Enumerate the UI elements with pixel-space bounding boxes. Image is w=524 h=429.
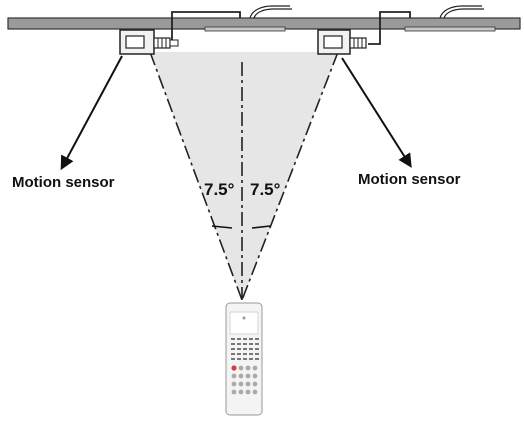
- wire-left-2: [253, 8, 292, 19]
- motion-sensor-label-right: Motion sensor: [358, 171, 461, 188]
- angle-label-right: 7.5°: [250, 180, 281, 199]
- detection-cone: [150, 52, 338, 300]
- wire-right: [439, 5, 482, 19]
- arrow-icon: [341, 57, 412, 168]
- ceiling-light-left: [204, 26, 286, 32]
- motion-sensor-icon: [317, 29, 367, 55]
- remote-control-icon: [225, 302, 263, 416]
- bracket-right: [368, 11, 411, 45]
- bracket-left: [171, 11, 241, 44]
- motion-sensor-icon: [119, 29, 179, 55]
- ceiling-light-right: [404, 26, 496, 32]
- arrow-icon: [60, 55, 123, 171]
- wire-right-2: [443, 8, 484, 19]
- cone-edge-right: [241, 51, 339, 301]
- angle-label-left: 7.5°: [204, 180, 235, 199]
- wire-left: [249, 5, 290, 19]
- angle-tick-right: [251, 225, 271, 229]
- motion-sensor-label-left: Motion sensor: [12, 174, 115, 191]
- cone-edge-left: [149, 51, 243, 301]
- angle-tick-left: [211, 225, 233, 229]
